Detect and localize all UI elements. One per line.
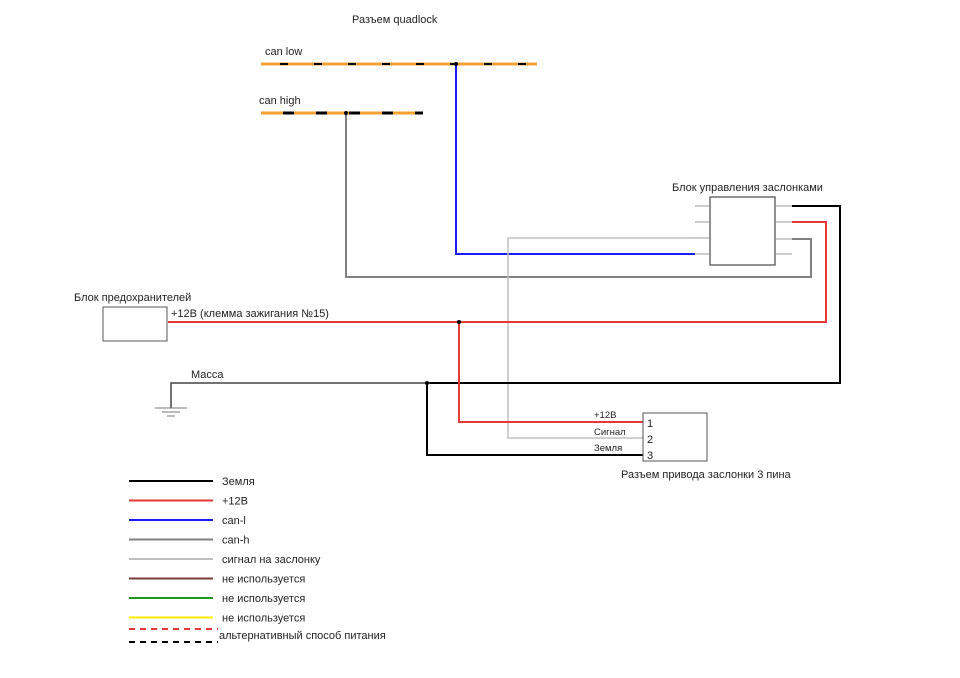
legend-item: не используется [129, 574, 305, 586]
actuator-ground-wire [426, 383, 643, 456]
quadlock-title: Разъем quadlock [352, 14, 438, 26]
legend-label: не используется [222, 613, 305, 625]
actuator-pin-3-number: 3 [647, 450, 653, 462]
fuse-box: Блок предохранителей +12В (клемма зажига… [74, 292, 329, 342]
legend-item: can-l [129, 515, 246, 527]
actuator-pin-2-number: 2 [647, 434, 653, 446]
actuator-connector: 1 2 3 +12В Сигнал Земля Разъем привода з… [594, 410, 792, 481]
legend: Земля +12В can-l can-h сигнал на заслонку не … [129, 476, 386, 643]
legend-item: can-h [129, 535, 250, 547]
actuator-connector-box [642, 412, 708, 462]
legend-item: Земля [129, 476, 255, 488]
actuator-connector-label: Разъем привода заслонки 3 пина [621, 469, 792, 481]
legend-label: +12В [222, 496, 248, 508]
legend-label: can-h [222, 535, 250, 547]
flap-control-unit-label: Блок управления заслонками [672, 182, 823, 194]
can-high-label: can high [259, 95, 301, 107]
legend-item: не используется [129, 593, 305, 605]
fuse-box-label: Блок предохранителей [74, 292, 191, 304]
control-unit-ground-wire [428, 205, 841, 384]
ground-mass: Масса [155, 369, 430, 417]
legend-label: can-l [222, 515, 246, 527]
flap-control-unit: Блок управления заслонками [672, 182, 823, 266]
fuse-wire-label: +12В (клемма зажигания №15) [171, 308, 329, 320]
can-low-bus: can low [261, 46, 537, 66]
junction-12v [457, 320, 461, 324]
legend-item: сигнал на заслонку [129, 554, 321, 566]
junction-ground [425, 381, 429, 385]
legend-item: альтернативный способ питания [129, 628, 386, 643]
actuator-pin-1-number: 1 [647, 418, 653, 430]
actuator-12v-wire [458, 322, 643, 423]
can-h-wire [345, 113, 812, 278]
control-unit-12v-wire [168, 221, 827, 323]
legend-item: не используется [129, 613, 305, 625]
legend-label: не используется [222, 593, 305, 605]
legend-label: сигнал на заслонку [222, 554, 321, 566]
actuator-pin-1-label: +12В [594, 410, 616, 421]
ground-mass-label: Масса [191, 369, 224, 381]
can-low-label: can low [265, 46, 302, 58]
junction-can-low [454, 62, 458, 66]
actuator-pin-2-label: Сигнал [594, 427, 626, 438]
legend-label: не используется [222, 574, 305, 586]
actuator-pin-3-label: Земля [594, 443, 622, 454]
ground-mass-wire [170, 382, 430, 408]
junction-can-high [344, 111, 348, 115]
fuse-box-rect [102, 306, 168, 342]
flap-control-unit-box [709, 196, 776, 266]
legend-item: +12В [129, 496, 248, 508]
legend-label: Земля [222, 476, 255, 488]
signal-wire [507, 237, 695, 439]
can-l-wire [455, 64, 695, 255]
can-high-bus: can high [259, 95, 423, 115]
legend-label: альтернативный способ питания [219, 630, 386, 642]
